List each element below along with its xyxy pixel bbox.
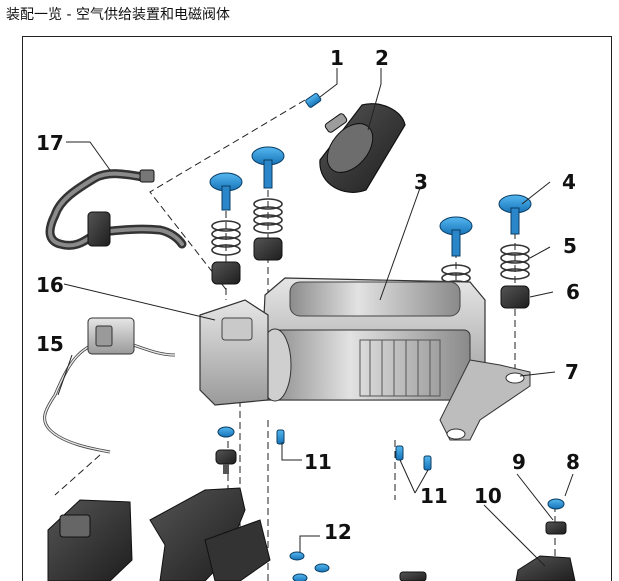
part-9-washer <box>545 521 567 535</box>
part-8-nut <box>547 498 565 510</box>
part-11-screws <box>276 429 432 471</box>
callout-2: 2 <box>375 46 389 70</box>
callout-17: 17 <box>36 131 64 155</box>
pin-mid <box>439 216 473 257</box>
callout-3: 3 <box>414 170 428 194</box>
part-12-fasteners <box>289 551 427 581</box>
part-17-hose <box>45 169 187 250</box>
pin-left-1 <box>209 172 243 211</box>
callout-16: 16 <box>36 273 64 297</box>
lower-bracket <box>149 487 271 581</box>
callout-9: 9 <box>512 450 526 474</box>
part-2-housing <box>319 103 406 193</box>
spring-left-2 <box>253 198 283 234</box>
callout-11b: 11 <box>420 484 448 508</box>
spring-left-1 <box>211 220 241 256</box>
leader-lines <box>57 68 574 567</box>
part-6-damper <box>500 285 530 309</box>
parts-8-9-10 <box>515 498 576 581</box>
callout-15: 15 <box>36 332 64 356</box>
callout-4: 4 <box>562 170 576 194</box>
part-5-spring <box>500 244 530 280</box>
callout-7: 7 <box>565 360 579 384</box>
part-16-valve-block <box>199 299 269 406</box>
callout-10: 10 <box>474 484 502 508</box>
diagram-frame <box>22 36 612 581</box>
pin-left-2 <box>251 146 285 189</box>
part-15-cable <box>43 317 176 454</box>
lower-left-unit <box>47 499 133 581</box>
callout-5: 5 <box>563 234 577 258</box>
damper-left-1 <box>211 261 241 285</box>
callout-12: 12 <box>324 520 352 544</box>
callout-1: 1 <box>330 46 344 70</box>
mounting-bolt-left <box>215 426 237 474</box>
page-title: 装配一览 - 空气供给装置和电磁阀体 <box>6 7 230 23</box>
callout-8: 8 <box>566 450 580 474</box>
part-3-compressor <box>258 277 486 402</box>
part-4-pin <box>498 194 532 235</box>
part-1-clip <box>305 92 322 108</box>
callout-11a: 11 <box>304 450 332 474</box>
callout-6: 6 <box>566 280 580 304</box>
damper-left-2 <box>253 237 283 261</box>
part-7-bracket <box>439 359 531 441</box>
blue-pins <box>209 146 532 257</box>
part-10-mount <box>515 555 576 581</box>
